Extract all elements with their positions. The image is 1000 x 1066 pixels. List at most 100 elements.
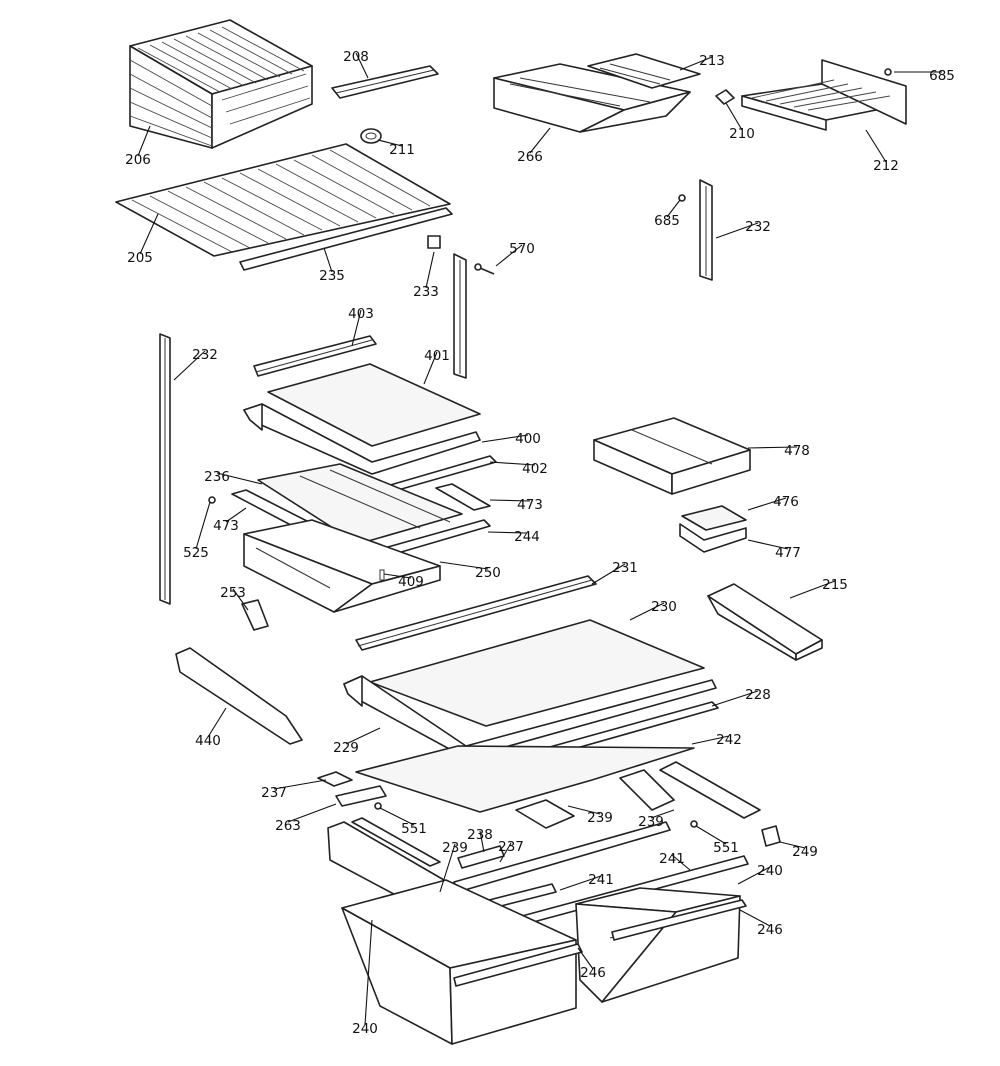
callout-label-239: 239 xyxy=(638,814,664,830)
knob-211 xyxy=(360,128,382,144)
handle-246-right xyxy=(611,899,747,941)
callout-label-266: 266 xyxy=(517,149,543,165)
tray-478 xyxy=(593,417,751,495)
leader-line-208 xyxy=(355,52,369,79)
leader-line-551 xyxy=(379,807,415,826)
callout-label-400: 400 xyxy=(515,431,541,447)
crisper-240-left xyxy=(341,879,577,1045)
callout-label-685: 685 xyxy=(654,213,680,229)
leader-line-239 xyxy=(650,809,675,819)
callout-label-253: 253 xyxy=(220,585,246,601)
leader-line-477 xyxy=(747,539,789,550)
leader-line-570 xyxy=(495,244,523,267)
dish-477 xyxy=(679,523,747,553)
callout-label-240: 240 xyxy=(757,863,783,879)
leader-line-242 xyxy=(691,735,730,745)
trim-235 xyxy=(239,207,453,271)
callout-label-240: 240 xyxy=(352,1021,378,1037)
glass-shelf-230 xyxy=(369,619,705,727)
tray-266 xyxy=(493,63,691,133)
screw-685 xyxy=(678,194,686,202)
callout-label-211: 211 xyxy=(389,142,415,158)
leader-line-244 xyxy=(487,531,528,534)
support-239-center xyxy=(515,799,575,829)
callout-label-473: 473 xyxy=(213,518,239,534)
slide-right xyxy=(659,761,761,819)
leader-line-232 xyxy=(715,222,759,239)
leader-line-233 xyxy=(425,251,435,289)
crisper-240-right xyxy=(575,887,741,1003)
trim-231 xyxy=(355,575,597,651)
callout-label-551: 551 xyxy=(401,821,427,837)
callout-label-250: 250 xyxy=(475,565,501,581)
glass-shelf-401 xyxy=(267,363,481,447)
leader-line-476 xyxy=(747,497,787,511)
callout-label-215: 215 xyxy=(822,577,848,593)
callout-label-241: 241 xyxy=(659,851,685,867)
callout-label-241: 241 xyxy=(588,872,614,888)
glass-shelf-242 xyxy=(355,745,695,813)
callout-label-685: 685 xyxy=(929,68,955,84)
screw-551-right xyxy=(690,820,698,828)
leader-line-263 xyxy=(287,803,337,823)
leader-line-239 xyxy=(439,843,456,893)
leader-line-403 xyxy=(351,309,362,347)
leader-line-478 xyxy=(747,446,798,449)
callout-label-242: 242 xyxy=(716,732,742,748)
bracket-253 xyxy=(241,599,269,631)
callout-label-232: 232 xyxy=(745,219,771,235)
callout-label-229: 229 xyxy=(333,740,359,756)
callout-label-570: 570 xyxy=(509,241,535,257)
callout-label-228: 228 xyxy=(745,687,771,703)
callout-label-208: 208 xyxy=(343,49,369,65)
leader-line-685 xyxy=(666,199,681,218)
leader-line-246 xyxy=(739,909,771,927)
leader-line-400 xyxy=(481,434,529,443)
support-237-left xyxy=(317,771,353,787)
wire-tray-212 xyxy=(741,59,907,131)
leader-line-237 xyxy=(499,842,512,863)
callout-label-237: 237 xyxy=(498,839,524,855)
rail-232-center xyxy=(453,253,467,379)
screw-551-left xyxy=(374,802,382,810)
callout-label-212: 212 xyxy=(873,158,899,174)
callout-label-403: 403 xyxy=(348,306,374,322)
leader-line-409 xyxy=(383,573,412,579)
callout-label-232: 232 xyxy=(192,347,218,363)
callout-label-249: 249 xyxy=(792,844,818,860)
leader-line-401 xyxy=(423,351,438,385)
callout-label-237: 237 xyxy=(261,785,287,801)
leader-line-551 xyxy=(695,825,727,845)
leader-line-241 xyxy=(671,854,691,871)
cover-213 xyxy=(587,53,701,89)
bracket-249 xyxy=(761,825,781,847)
leader-line-210 xyxy=(725,102,743,131)
leader-line-266 xyxy=(529,127,551,154)
leader-line-235 xyxy=(323,247,333,273)
leader-line-250 xyxy=(439,561,489,570)
callout-label-210: 210 xyxy=(729,126,755,142)
callout-label-213: 213 xyxy=(699,53,725,69)
shelf-frame-400 xyxy=(243,403,481,475)
slide-473-right xyxy=(435,483,491,511)
leader-line-213 xyxy=(679,56,713,71)
leader-line-211 xyxy=(377,139,403,147)
callout-label-206: 206 xyxy=(125,152,151,168)
clip-210 xyxy=(715,89,735,105)
dish-476 xyxy=(681,505,747,531)
callout-label-551: 551 xyxy=(713,840,739,856)
callout-label-246: 246 xyxy=(757,922,783,938)
trim-208 xyxy=(331,65,439,99)
callout-label-476: 476 xyxy=(773,494,799,510)
callout-label-409: 409 xyxy=(398,574,424,590)
leader-line-236 xyxy=(216,472,263,485)
callout-label-233: 233 xyxy=(413,284,439,300)
leader-line-205 xyxy=(139,213,159,255)
rail-232-left xyxy=(159,333,171,605)
callout-label-230: 230 xyxy=(651,599,677,615)
callout-label-205: 205 xyxy=(127,250,153,266)
support-239-right xyxy=(619,769,675,811)
